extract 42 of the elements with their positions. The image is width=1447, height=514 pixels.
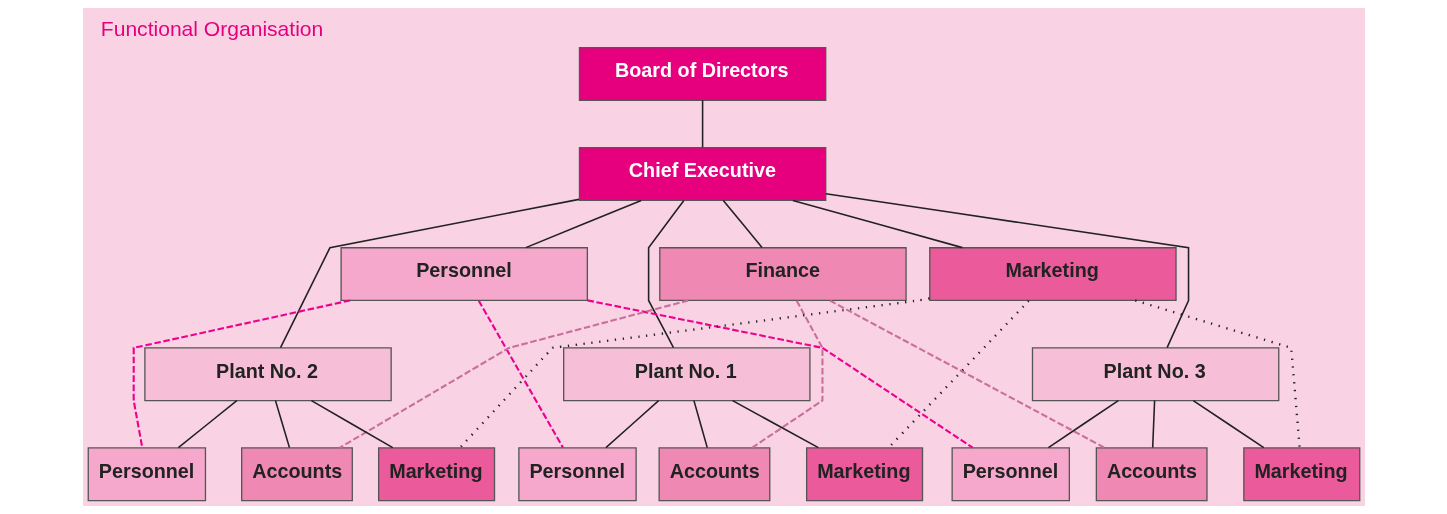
connector <box>824 192 1189 349</box>
node-box: Plant No. 3 <box>1031 347 1279 402</box>
diagram-title: Functional Organisation <box>100 16 323 40</box>
node-box: Accounts <box>1095 447 1208 502</box>
connector <box>604 399 659 449</box>
connector <box>731 399 819 449</box>
connector <box>477 300 564 449</box>
node-box: Finance <box>658 247 907 302</box>
connector <box>586 299 973 449</box>
node-box: Personnel <box>87 447 206 502</box>
connector <box>279 198 580 349</box>
connector <box>829 299 1105 449</box>
connector <box>458 297 930 449</box>
node-box: Personnel <box>951 447 1070 502</box>
node-box: Accounts <box>658 447 770 502</box>
node-box: Accounts <box>240 447 353 502</box>
connector <box>338 299 689 449</box>
connector <box>722 199 763 249</box>
connector <box>524 199 642 249</box>
node-box: Plant No. 2 <box>143 347 392 402</box>
node-box: Marketing <box>377 447 495 502</box>
connector <box>692 399 708 449</box>
node-box: Personnel <box>339 247 588 302</box>
connector <box>274 399 290 449</box>
connector <box>751 300 823 449</box>
connector <box>1134 299 1301 448</box>
connector <box>647 199 684 349</box>
node-box: Plant No. 1 <box>562 347 811 402</box>
connector <box>1151 399 1155 449</box>
connector <box>177 399 238 449</box>
node-box: Marketing <box>805 447 923 502</box>
node-box: Marketing <box>928 247 1177 302</box>
connector <box>1191 399 1265 449</box>
node-box: Personnel <box>517 447 637 502</box>
connector <box>701 99 703 149</box>
connector <box>310 399 394 449</box>
node-box: Chief Executive <box>578 147 826 202</box>
node-box: Marketing <box>1242 447 1360 502</box>
node-box: Board of Directors <box>578 46 826 101</box>
connector <box>1047 399 1119 449</box>
connector <box>132 299 350 448</box>
connector <box>791 199 963 249</box>
